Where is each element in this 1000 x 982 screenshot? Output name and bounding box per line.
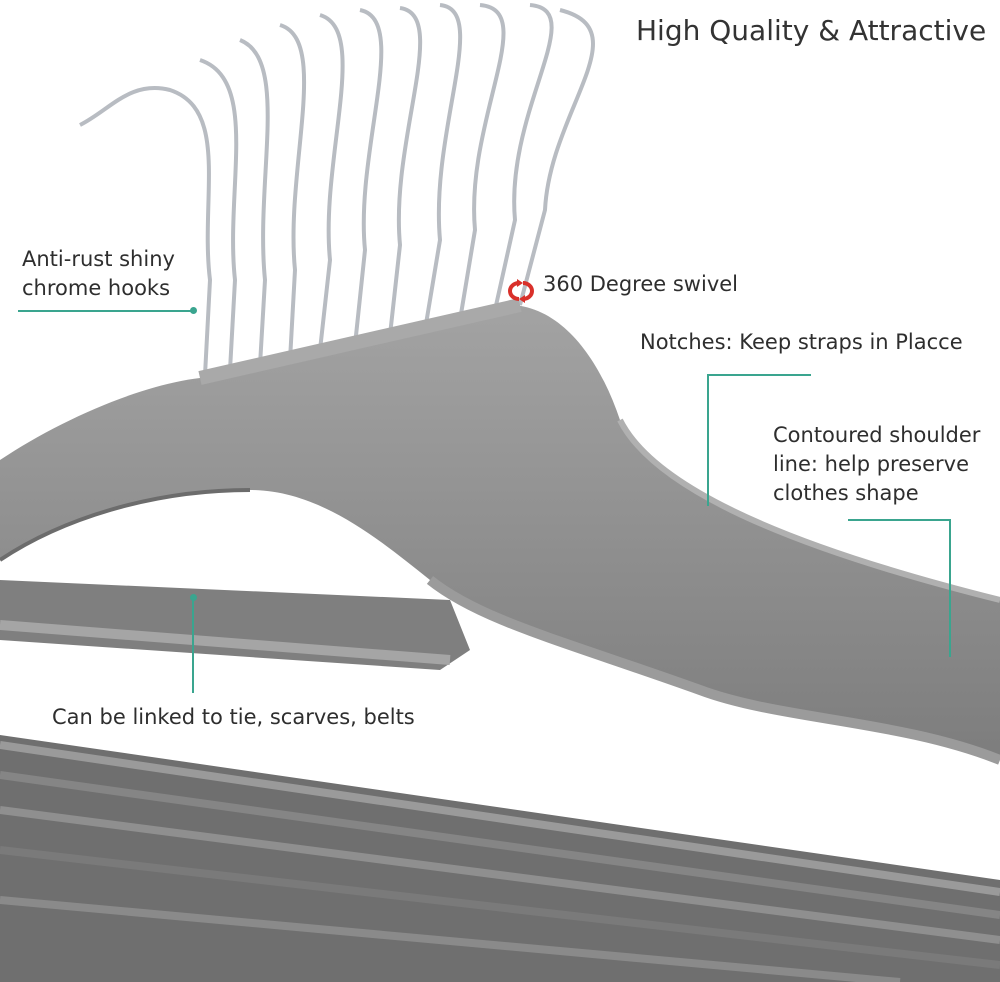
callout-hooks-line1: Anti-rust shiny bbox=[22, 247, 175, 271]
callout-shoulder-line3: clothes shape bbox=[773, 481, 919, 505]
callout-hooks-dot bbox=[190, 307, 197, 314]
callout-shoulder-line2: line: help preserve bbox=[773, 452, 969, 476]
hanger-body bbox=[0, 298, 1000, 765]
callout-shoulder-leader-v bbox=[949, 519, 951, 657]
headline: High Quality & Attractive bbox=[636, 14, 987, 47]
callout-shoulder-leader-h bbox=[848, 519, 951, 521]
swivel-rotate-icon bbox=[508, 279, 534, 303]
callout-hooks-line2: chrome hooks bbox=[22, 276, 171, 300]
chrome-hooks bbox=[79, 3, 595, 376]
callout-hooks-leader bbox=[18, 310, 194, 312]
callout-swivel: 360 Degree swivel bbox=[543, 272, 738, 296]
lower-hanger-bars bbox=[0, 735, 1000, 982]
callout-notches: Notches: Keep straps in Placce bbox=[640, 330, 963, 354]
callout-notches-leader-h bbox=[707, 374, 811, 376]
callout-bar: Can be linked to tie, scarves, belts bbox=[52, 705, 415, 729]
callout-notches-leader-v bbox=[707, 374, 709, 506]
callout-bar-leader bbox=[192, 597, 194, 693]
callout-shoulder-line1: Contoured shoulder bbox=[773, 423, 981, 447]
